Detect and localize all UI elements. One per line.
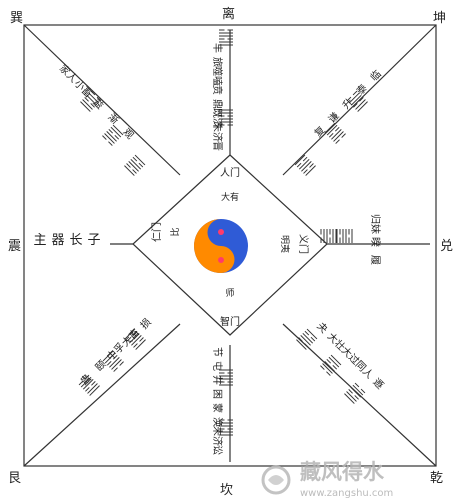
hexagram-name-upper-left-2: 益 — [90, 95, 106, 111]
corner-label-top-left: 巽 — [10, 11, 23, 26]
corner-label-top-right: 坤 — [433, 11, 446, 26]
hexagram-lines-icon — [344, 382, 366, 404]
hexagram-name-lower-left-0: 损 — [137, 315, 153, 331]
hexagram-name-lower-left-3: 颐 — [93, 358, 109, 374]
hexagram-lines-icon — [296, 328, 318, 350]
hexagram-name-upper-left-3: 渐 — [105, 110, 121, 126]
hexagram-lines-icon — [219, 109, 233, 126]
hexagram-name-lower-right-4: 遯 — [370, 376, 386, 392]
gate-label-right: 义门 — [297, 234, 310, 254]
gate-label-left-inner: 比 — [169, 227, 181, 236]
side-label-right: 兑 — [440, 239, 453, 254]
hexagram-name-upper-left-4: 观 — [120, 126, 136, 142]
hexagram-name-bottom-5: 涣 — [211, 417, 224, 427]
hexagram-name-top-1: 旅 — [211, 57, 224, 67]
hexagram-lines-icon — [219, 369, 233, 386]
taiji-dot-lower — [218, 257, 224, 263]
hexagram-name-left-1: 器 — [51, 233, 64, 248]
gate-label-right-inner: 明夷 — [279, 235, 291, 253]
gate-label-top-inner: 大有 — [221, 191, 239, 203]
frame — [23, 24, 437, 467]
hexagram-name-top-7: 晋 — [211, 141, 223, 151]
side-label-left: 震 — [8, 239, 21, 254]
gate-label-bottom-inner: 师 — [225, 287, 234, 299]
hexagram-lines-icon — [219, 29, 233, 46]
watermark-logo-icon — [261, 465, 291, 495]
hexagram-lines-icon — [219, 419, 233, 436]
hexagram-name-left-2: 长 — [69, 233, 82, 248]
hexagram-name-left-0: 主 — [33, 233, 46, 248]
hexagram-name-bottom-6: 未济 — [211, 426, 224, 446]
hexagram-lines-icon — [336, 229, 353, 243]
hexagram-name-upper-right-3: 谦 — [325, 109, 341, 125]
center-diamond — [132, 154, 328, 336]
hexagram-name-top-2: 噬嗑 — [211, 66, 224, 86]
watermark-brand: 藏风得水 — [300, 460, 385, 484]
hexagram-name-top-4: 鼎 — [211, 99, 223, 109]
side-label-top: 离 — [222, 6, 235, 22]
diagonal-bl — [23, 323, 181, 467]
watermark: 藏风得水 www.zangshu.com — [261, 460, 393, 499]
hexagram-lines-icon — [324, 122, 346, 144]
hexagram-name-top-6: 未济 — [211, 122, 224, 142]
hexagram-name-right-0: 归妹 — [369, 214, 382, 234]
hexagram-name-top-0: 丰 — [211, 43, 224, 53]
watermark-logo-swirl-icon — [268, 475, 284, 485]
diagonal-br — [282, 323, 437, 467]
taiji-dot-upper — [218, 229, 224, 235]
hexagram-name-upper-right-4: 复 — [311, 123, 327, 139]
hexagram-name-upper-right-1: 泰 — [353, 81, 369, 97]
hexagram-name-top-5: 既济 — [211, 108, 224, 128]
hexagram-lines-icon — [124, 154, 146, 176]
corner-label-bottom-right: 乾 — [430, 471, 443, 486]
diagonal-tr — [282, 24, 437, 176]
hexagram-lines-icon — [102, 124, 124, 146]
corner-label-bottom-left: 艮 — [8, 471, 21, 486]
hexagram-name-right-1: 睽 — [369, 237, 381, 247]
gate-label-left: 仁门 — [150, 222, 163, 242]
hexagram-name-bottom-7: 讼 — [211, 445, 223, 455]
diagonal-tl — [23, 24, 181, 176]
watermark-url: www.zangshu.com — [300, 488, 393, 499]
hexagram-name-bottom-2: 井 — [211, 375, 224, 385]
hexagram-lines-icon — [102, 350, 124, 372]
hexagram-name-bottom-4: 蒙 — [211, 403, 224, 413]
taiji-yang-half — [194, 219, 235, 273]
side-label-bottom: 坎 — [220, 483, 233, 498]
hexagram-lines-icon — [80, 90, 102, 112]
hexagram-lines-icon — [346, 90, 368, 112]
hexagram-lines-icon — [124, 328, 146, 350]
hexagram-name-lower-right-0: 夬 — [314, 319, 330, 335]
gate-label-top: 人门 — [220, 166, 240, 179]
hexagram-name-lower-left-4: 蛊 — [78, 372, 94, 388]
hexagram-name-right-2: 履 — [369, 255, 381, 265]
gate-label-bottom: 智门 — [220, 315, 240, 328]
hexagram-name-bottom-0: 节 — [211, 347, 223, 357]
hexagram-lines-icon — [294, 154, 316, 176]
hexagram-name-upper-right-0: 临 — [367, 67, 383, 83]
hexagram-lines-icon — [78, 374, 100, 396]
outer-square — [23, 24, 437, 467]
hexagram-marks — [78, 29, 368, 436]
taiji-symbol — [194, 219, 248, 273]
hexagram-lines-icon — [320, 229, 337, 243]
hexagram-name-top-3: 贲 — [211, 85, 223, 95]
hexagram-name-bottom-3: 困 — [211, 389, 223, 399]
hexagram-lines-icon — [320, 354, 342, 376]
hexagram-name-bottom-1: 屯 — [211, 361, 224, 371]
hexagram-name-left-3: 子 — [87, 233, 100, 248]
